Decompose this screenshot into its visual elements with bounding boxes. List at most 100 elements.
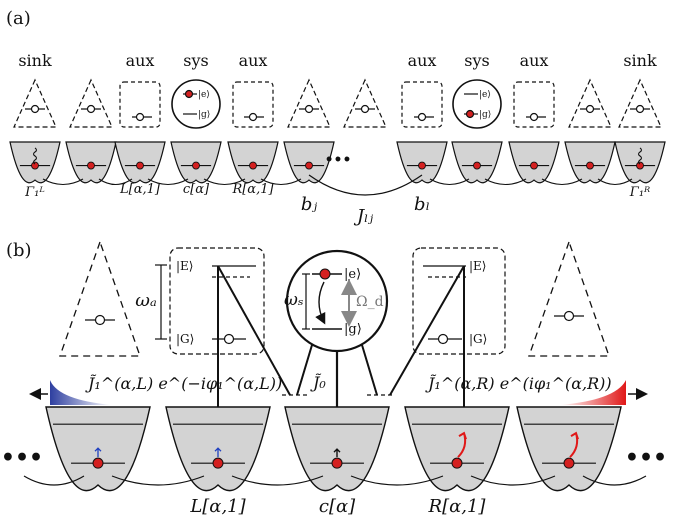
atom [473,161,481,170]
sys-circle [452,79,502,129]
omega-a-bracket [155,264,167,340]
state-g-label: |g⟩ [479,110,491,120]
sink-red [560,380,626,405]
aux-box [232,81,274,128]
sink-triangle [618,78,662,128]
atom [212,457,224,469]
panel-b-sink-triangles [59,240,610,357]
nn-coupling [597,178,633,186]
panel-b-coupling-lines [217,265,465,407]
label-aux-2: aux [239,51,268,70]
sink-blue [50,380,112,405]
curved-arrow [569,431,579,458]
potential-well [114,141,166,184]
potential-well [396,141,448,184]
potential-well [283,141,335,184]
atom [418,161,426,170]
atom [331,457,343,469]
atom [92,457,104,469]
triangle [69,78,113,128]
panel-b-label: (b) [6,240,32,261]
triangle [343,78,387,128]
gamma-left-label: Γ₁ᴸ [24,185,45,200]
bl-label: bₗ [414,194,430,215]
potential-well [227,141,279,184]
potential-well [170,141,222,184]
potential-well [404,406,510,492]
gamma-right-label: Γ₁ᴿ [629,185,650,200]
aux-box [119,81,161,128]
bj-label: bⱼ [301,194,318,215]
atom [31,161,39,170]
state-e-label: |e⟩ [344,267,361,282]
state-g-label: |g⟩ [198,110,210,120]
state-g-label: |g⟩ [344,322,362,337]
aux-box [513,81,555,128]
potential-well [45,406,151,492]
ellipsis-left: ••• [1,445,43,471]
potential-well [508,141,560,184]
state-G-label: |G⟩ [469,332,487,346]
coupling-left-label: J̃₁^(α,L) e^(−iφ₁^(α,L)) [85,374,282,393]
atom [636,161,644,170]
panel-a-top-row [13,78,662,129]
nn-coupling [470,475,556,486]
state-G-label: |G⟩ [176,332,194,346]
sys-circle [171,79,221,129]
state-E-label: |E⟩ [469,259,486,273]
panel-a-label: (a) [6,8,31,29]
panel-a-wells [9,141,666,186]
label-aux-1: aux [126,51,155,70]
nn-coupling [429,178,470,186]
left-site-label: L[α,1] [189,496,246,517]
nn-coupling [203,178,246,186]
nn-coupling [111,475,205,486]
omega-s-label: ωₛ [284,290,304,310]
triangle [568,78,612,128]
potential-well [9,141,61,184]
atom [87,161,95,170]
nn-coupling [541,178,583,186]
label-sys-1: sys [183,51,208,70]
triangle [287,78,331,128]
state-e-label: |e⟩ [198,90,210,100]
label-aux-4: aux [520,51,549,70]
potential-well [564,141,616,184]
coupling-arc-jlj [308,174,423,196]
nn-coupling [260,178,302,186]
aux-box [401,81,443,128]
nn-coupling [98,178,133,186]
atom [530,161,538,170]
curved-arrow [457,431,467,458]
small-arrow [214,447,222,458]
system-atom [319,268,331,280]
aux-box-right [412,247,506,355]
label-aux-3: aux [408,51,437,70]
atom [586,161,594,170]
right-aux-label: R[α,1] [231,182,274,197]
right-site-label: R[α,1] [428,496,487,517]
state-E-label: |E⟩ [176,259,193,273]
ellipsis-right: ••• [625,445,667,471]
coupling-right-label: J̃₁^(α,R) e^(iφ₁^(α,R)) [425,374,612,393]
decay-squiggle [32,147,38,165]
left-aux-label: L[α,1] [119,182,161,197]
nn-coupling [484,178,527,186]
center-label: c[α] [183,182,210,197]
potential-well [614,141,666,184]
potential-well [65,141,117,184]
potential-well [284,406,390,492]
state-e-label: |e⟩ [479,90,491,100]
label-sys-2: sys [464,51,489,70]
omega-d-label: Ω_d [356,294,384,310]
atom [249,161,257,170]
small-arrow [333,448,341,458]
label-sink-left: sink [18,51,52,70]
label-sink-right: sink [623,51,657,70]
atom [451,457,463,469]
sink-triangle-right [528,240,610,357]
sink-triangle [13,78,57,128]
nn-coupling [231,475,324,486]
atom [305,161,313,170]
nn-coupling [23,475,85,486]
